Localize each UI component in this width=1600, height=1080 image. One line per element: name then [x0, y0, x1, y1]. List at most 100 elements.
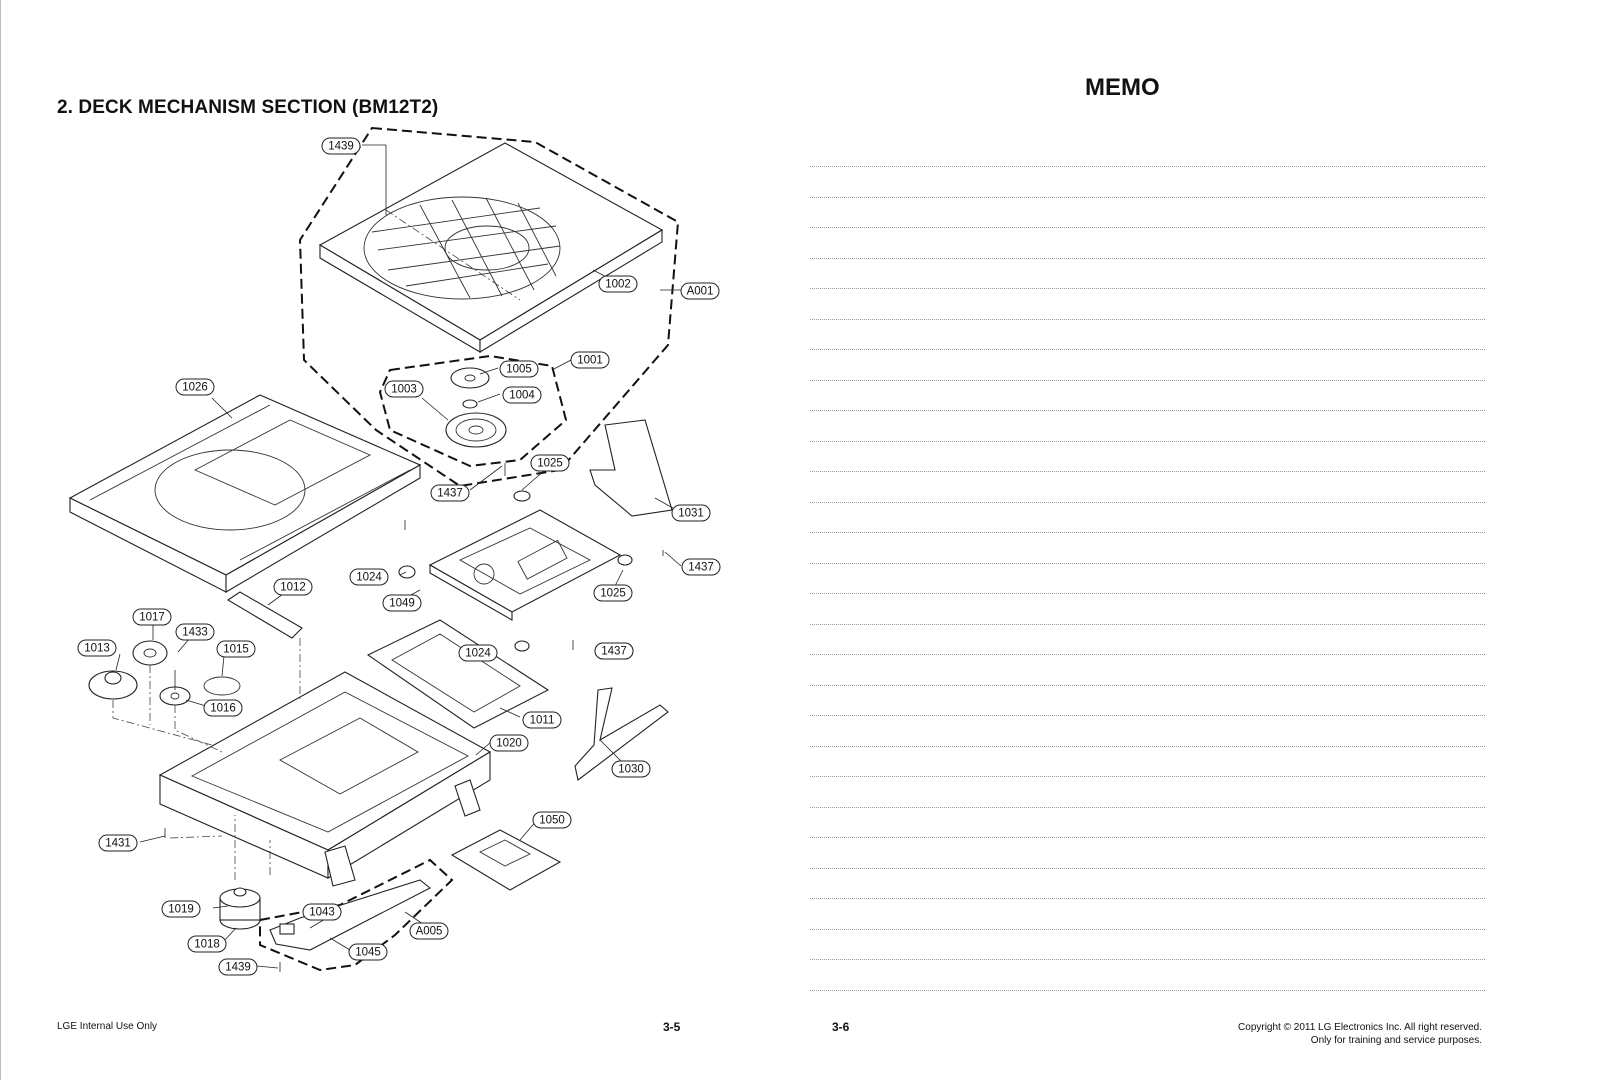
memo-line [810, 593, 1485, 624]
sled-frame-part [366, 619, 550, 729]
screws [164, 145, 664, 972]
part-label: 1025 [593, 584, 633, 602]
memo-line [810, 471, 1485, 502]
part-label: 1439 [218, 958, 258, 976]
part-label-text: 1024 [465, 648, 491, 660]
memo-line [810, 166, 1485, 197]
part-label: 1019 [161, 900, 201, 918]
part-label-outline [680, 282, 720, 300]
page-left-edge [0, 0, 1, 1080]
part-label: A001 [680, 282, 720, 300]
memo-line [810, 745, 1485, 777]
memo-line [810, 257, 1485, 289]
part-label-text: 1020 [496, 738, 522, 750]
part-label-text: 1017 [139, 612, 165, 624]
part-label-outline [98, 834, 138, 852]
page-number-right: 3-6 [832, 1020, 850, 1034]
part-label-outline [216, 640, 256, 658]
memo-line [810, 684, 1485, 716]
part-label: A005 [409, 922, 449, 940]
flex-cable-1030 [574, 687, 669, 781]
memo-line [810, 776, 1485, 807]
part-label-outline [530, 454, 570, 472]
part-label-text: 1026 [182, 382, 208, 394]
part-label: 1049 [382, 594, 422, 612]
switch-board-group [259, 858, 454, 972]
copyright-line-2: Only for training and service purposes. [1310, 1035, 1482, 1046]
part-label-outline [430, 484, 470, 502]
section-title: 2. DECK MECHANISM SECTION (BM12T2) [57, 97, 439, 118]
part-label-outline [132, 608, 172, 626]
part-label: 1433 [175, 623, 215, 641]
part-label-outline [302, 903, 342, 921]
part-label-outline [382, 594, 422, 612]
part-label-text: 1437 [601, 646, 627, 658]
memo-line [810, 562, 1485, 594]
copyright-line-1: Copyright © 2011 LG Electronics Inc. All… [1238, 1022, 1482, 1033]
part-label-outline [611, 760, 651, 778]
motor-1018 [219, 887, 261, 930]
memo-line [810, 654, 1485, 685]
part-label: 1018 [187, 935, 227, 953]
part-label-outline [187, 935, 227, 953]
part-label-text: 1049 [389, 598, 415, 610]
part-label: 1016 [203, 699, 243, 717]
memo-line [810, 837, 1485, 868]
part-label: 1026 [175, 378, 215, 396]
flex-cable-1031 [589, 419, 673, 517]
part-label-text: 1011 [530, 715, 555, 727]
part-label: 1002 [598, 275, 638, 293]
part-label: 1031 [671, 504, 711, 522]
part-label: 1015 [216, 640, 256, 658]
slider-1012 [226, 591, 303, 639]
part-label-outline [593, 584, 633, 602]
part-label-outline [161, 900, 201, 918]
part-label-outline [321, 137, 361, 155]
part-label-text: 1005 [506, 364, 532, 376]
part-label-text: 1018 [194, 939, 220, 951]
part-label-outline [348, 943, 388, 961]
part-label-text: 1439 [225, 962, 251, 974]
part-label: 1020 [489, 734, 529, 752]
part-label-outline [499, 360, 539, 378]
part-label-outline [502, 386, 542, 404]
part-label-text: 1012 [280, 582, 306, 594]
memo-line [810, 379, 1485, 411]
memo-line [810, 440, 1485, 472]
memo-line [810, 867, 1485, 899]
part-label-outline [218, 958, 258, 976]
part-label-outline [489, 734, 529, 752]
part-label: 1030 [611, 760, 651, 778]
part-label-text: 1437 [688, 562, 714, 574]
part-label-outline [384, 380, 424, 398]
part-label-text: 1004 [509, 390, 535, 402]
part-label: 1431 [98, 834, 138, 852]
memo-line [810, 715, 1485, 746]
part-label-text: 1003 [391, 384, 417, 396]
part-label-text: 1025 [537, 458, 563, 470]
part-label-text: 1025 [600, 588, 626, 600]
copyright-notice: Copyright © 2011 LG Electronics Inc. All… [1238, 1021, 1482, 1047]
top-cover-part [298, 126, 680, 488]
memo-line [810, 227, 1485, 258]
memo-line [810, 501, 1485, 533]
part-label-text: 1024 [356, 572, 382, 584]
clamper-group [378, 354, 568, 468]
part-label: 1025 [530, 454, 570, 472]
memo-line [810, 196, 1485, 228]
memo-line [810, 898, 1485, 929]
gear-1017 [132, 640, 168, 666]
pcb-1050 [450, 829, 562, 891]
part-label-text: 1431 [105, 838, 131, 850]
part-label-outline [522, 711, 562, 729]
part-label-text: 1001 [577, 355, 603, 367]
part-label-text: 1433 [182, 627, 208, 639]
part-label-outline [77, 639, 117, 657]
part-label: 1004 [502, 386, 542, 404]
part-label: 1045 [348, 943, 388, 961]
part-label-outline [532, 811, 572, 829]
part-label-text: 1031 [678, 508, 704, 520]
part-label: 1043 [302, 903, 342, 921]
part-label-outline [570, 351, 610, 369]
